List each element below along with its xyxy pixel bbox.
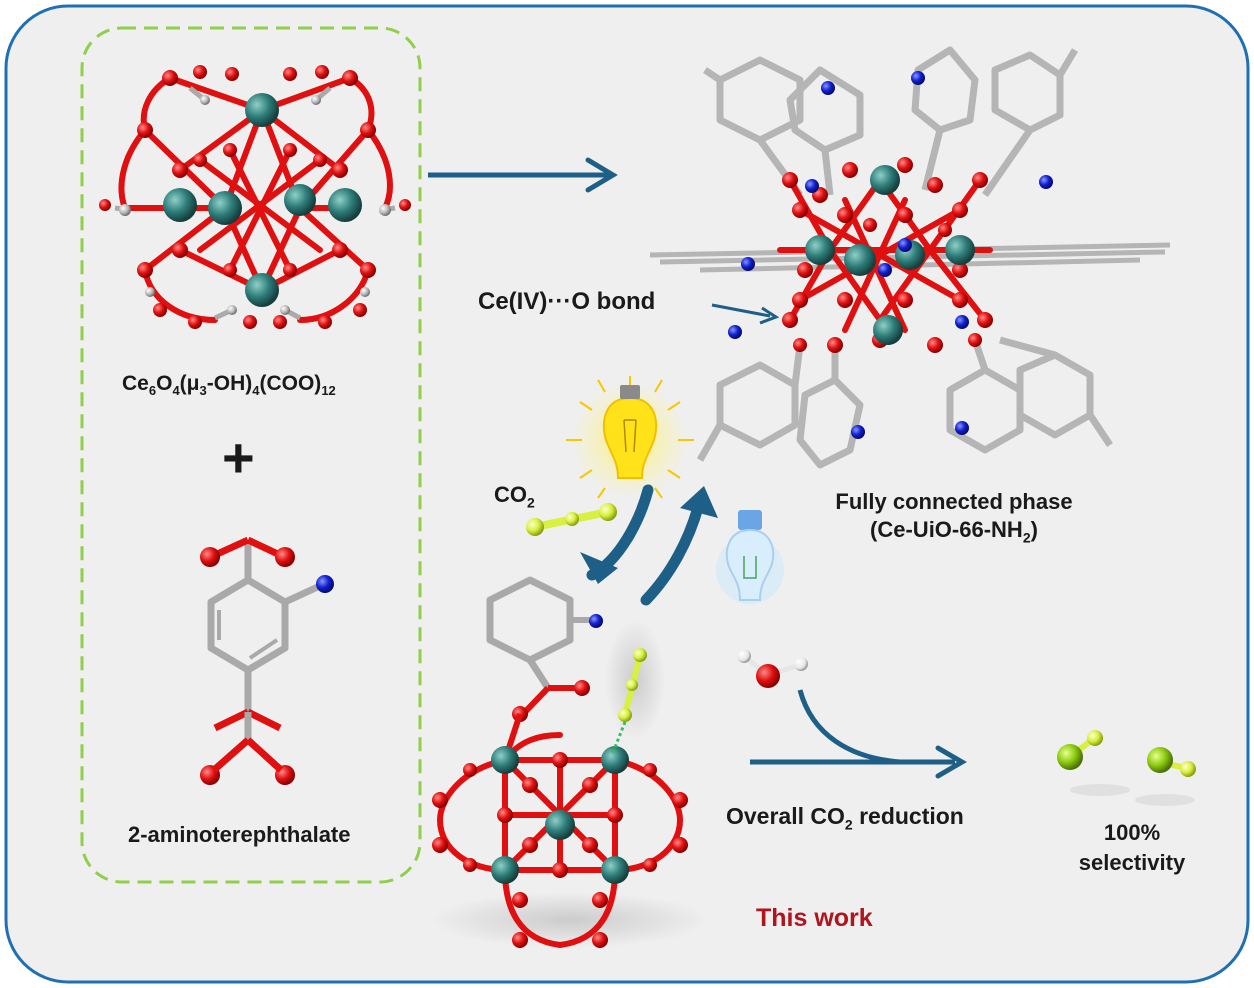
light-off-bulb-icon (716, 510, 784, 604)
framework-model (649, 46, 1171, 469)
plus-sign: + (222, 426, 255, 489)
co-product-models (1057, 730, 1196, 806)
this-work-label: This work (756, 904, 873, 932)
phase-label-line1: Fully connected phase (835, 489, 1073, 514)
water-molecule-model (737, 649, 808, 688)
phase-label-line2: (Ce-UiO-66-NH2) (870, 517, 1038, 546)
aminoterephthalate-model (200, 536, 334, 785)
phase-label: Fully connected phase (Ce-UiO-66-NH2) (804, 488, 1104, 551)
reduction-label: Overall CO2 reduction (726, 803, 964, 833)
co2-molecule-model (526, 503, 617, 536)
selectivity-label: 100% selectivity (1052, 818, 1212, 878)
selectivity-line1: 100% (1103, 820, 1161, 845)
light-on-bulb-icon (566, 376, 694, 499)
ce6-cluster-model (99, 65, 411, 329)
active-site-model (432, 576, 688, 949)
bond-label: Ce(IV)···O bond (478, 288, 656, 315)
co2-label: CO2 (494, 482, 535, 511)
reactant-box (80, 26, 422, 884)
cluster-formula-label: Ce6O4(μ3-OH)4(COO)12 (122, 372, 336, 399)
linker-name-label: 2-aminoterephthalate (128, 822, 351, 847)
selectivity-line2: selectivity (1078, 850, 1186, 875)
